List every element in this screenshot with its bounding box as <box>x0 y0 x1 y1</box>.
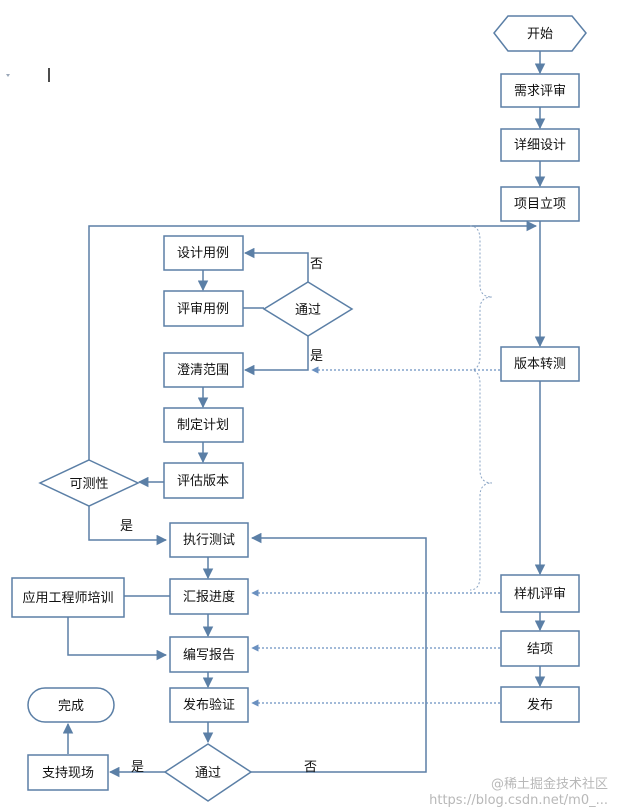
support-site-node: 支持现场 <box>27 754 109 791</box>
done-node: 完成 <box>27 687 115 723</box>
clarify-scope-node: 澄清范围 <box>163 352 244 388</box>
version-transfer-label: 版本转测 <box>514 357 566 372</box>
write-report-label: 编写报告 <box>183 648 235 663</box>
detail-design-label: 详细设计 <box>514 138 566 153</box>
start-node: 开始 <box>493 15 587 52</box>
design-cases-node: 设计用例 <box>163 235 244 271</box>
pass-review-label: 通过 <box>295 303 321 318</box>
done-label: 完成 <box>58 699 84 714</box>
make-plan-node: 制定计划 <box>163 407 244 443</box>
report-progress-label: 汇报进度 <box>183 589 235 605</box>
req-review-label: 需求评审 <box>514 84 566 99</box>
project-setup-node: 项目立项 <box>500 186 580 222</box>
edge-testability-yes-exec <box>88 506 168 546</box>
make-plan-label: 制定计划 <box>177 418 229 433</box>
edge-pass-yes-clarify <box>243 336 309 376</box>
design-cases-label: 设计用例 <box>177 246 229 261</box>
release-verify-label: 发布验证 <box>183 697 235 713</box>
release-label: 发布 <box>527 697 553 713</box>
edge-label-yes-2: 是 <box>120 519 133 534</box>
pass-final-decision: 通过 <box>163 743 253 802</box>
start-label: 开始 <box>527 27 553 42</box>
req-review-node: 需求评审 <box>500 73 580 108</box>
report-progress-node: 汇报进度 <box>169 578 249 615</box>
write-report-node: 编写报告 <box>169 636 249 673</box>
brace-upper <box>469 225 493 371</box>
estimate-version-label: 评估版本 <box>177 474 229 489</box>
pass-final-label: 通过 <box>195 766 221 781</box>
brace-lower <box>469 369 493 591</box>
exec-test-node: 执行测试 <box>169 522 249 558</box>
edge-label-yes-3: 是 <box>131 760 144 775</box>
testability-decision: 可测性 <box>38 459 140 507</box>
project-setup-label: 项目立项 <box>514 197 566 212</box>
prototype-review-node: 样机评审 <box>500 574 580 613</box>
exec-test-label: 执行测试 <box>183 533 235 548</box>
release-verify-node: 发布验证 <box>169 687 249 723</box>
edge-pass-no-design <box>243 247 309 282</box>
detail-design-node: 详细设计 <box>500 128 580 162</box>
pass-review-decision: 通过 <box>262 281 354 337</box>
clarify-scope-label: 澄清范围 <box>177 363 229 378</box>
edge-label-no-2: 否 <box>304 760 317 775</box>
watermark-brand: @稀土掘金技术社区 <box>491 776 608 792</box>
edge-label-yes-1: 是 <box>310 349 323 364</box>
edge-training-write <box>67 617 168 661</box>
prototype-review-label: 样机评审 <box>514 587 566 602</box>
edge-label-no-1: 否 <box>310 257 323 272</box>
app-engineer-training-label: 应用工程师培训 <box>22 590 113 606</box>
close-project-label: 结项 <box>527 642 553 657</box>
estimate-version-node: 评估版本 <box>163 462 244 499</box>
edge-pass-no-exec <box>250 532 427 773</box>
app-engineer-training-node: 应用工程师培训 <box>11 577 125 618</box>
version-transfer-node: 版本转测 <box>500 346 580 382</box>
review-cases-label: 评审用例 <box>177 302 229 317</box>
release-node: 发布 <box>500 686 580 723</box>
support-site-label: 支持现场 <box>42 766 94 781</box>
testability-label: 可测性 <box>69 477 108 492</box>
edge-testability-project <box>88 220 538 460</box>
watermark-url: https://blog.csdn.net/m0_... <box>429 793 608 808</box>
review-cases-node: 评审用例 <box>163 290 244 327</box>
close-project-node: 结项 <box>500 630 580 667</box>
small-triangle-icon <box>6 74 10 77</box>
